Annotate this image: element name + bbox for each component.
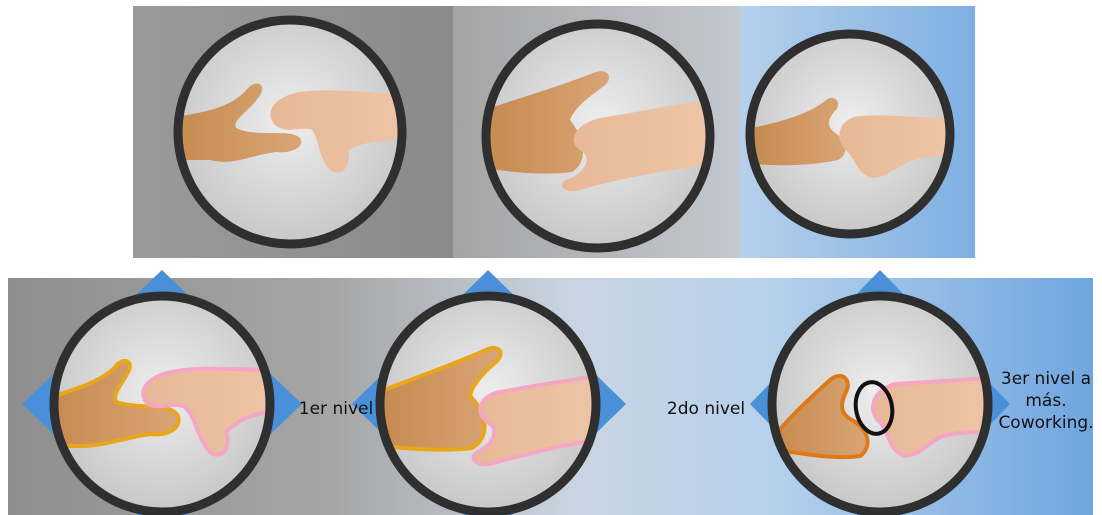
top-lens-3 — [750, 34, 952, 234]
level-3-marker — [750, 270, 1010, 515]
level-1-label: 1er nivel — [294, 398, 378, 420]
level-2-label: 2do nivel — [664, 398, 748, 420]
top-lens-2 — [484, 24, 712, 248]
level-1-marker — [22, 270, 302, 515]
level-2-marker — [352, 270, 626, 515]
top-lens-1 — [170, 20, 410, 244]
level-3-label: 3er nivel a más. Coworking. — [990, 368, 1102, 434]
